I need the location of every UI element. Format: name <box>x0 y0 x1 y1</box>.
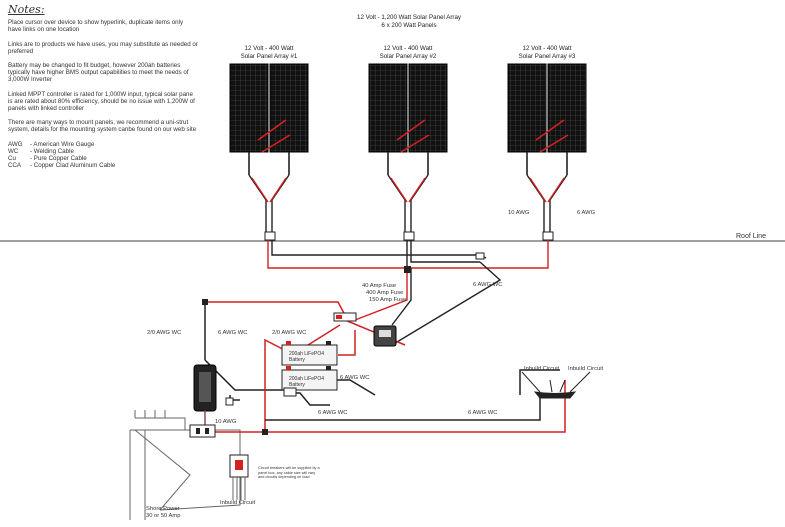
label-fuse-150: 150 Amp Fuse <box>369 297 407 303</box>
notes-panel: Notes: Place cursor over device to show … <box>8 3 198 170</box>
shunt[interactable] <box>283 387 297 397</box>
battery-1[interactable] <box>281 341 338 366</box>
solar-panel-array-3[interactable] <box>507 63 587 153</box>
label-fuse-40: 40 Amp Fuse <box>362 283 397 289</box>
note-4: Linked MPPT controller is rated for 1,00… <box>8 90 195 113</box>
note-1: Place cursor over device to show hyperli… <box>8 19 184 34</box>
panel-interconnects <box>248 119 569 175</box>
solar-panel-array-2[interactable] <box>368 63 448 153</box>
battery-2[interactable] <box>281 366 338 391</box>
disconnect[interactable] <box>475 252 485 260</box>
combiner-node <box>404 266 411 273</box>
battery-2-label: 200ah LiFePO4 Battery <box>289 376 325 388</box>
label-6awg-wc-batt: 6 AWG WC <box>340 375 370 381</box>
label-circuit-right: Inbuild Circuit <box>568 366 604 372</box>
breaker-panel[interactable] <box>229 454 249 500</box>
notes-title: Notes: <box>8 3 45 16</box>
note-5: There are many ways to mount panels, we … <box>8 119 197 134</box>
junction-box-2[interactable] <box>403 231 415 241</box>
junction-box-1[interactable] <box>264 231 276 241</box>
legend-row: WC- Welding Cable <box>8 147 74 155</box>
label-circuit-left: Inbuild Circuit <box>524 366 560 372</box>
roof-line-label: Roof Line <box>736 233 766 240</box>
breaker-note: Circuit breakers will be supplied by a p… <box>258 466 320 480</box>
label-6awg: 6 AWG <box>577 210 596 216</box>
label-6awg-wc-low: 6 AWG WC <box>468 410 498 416</box>
solar-panel-array-1[interactable] <box>229 63 309 153</box>
label-fuse-400: 400 Amp Fuse <box>366 290 404 296</box>
label-2-0-awg-wc-left: 2/0 AWG WC <box>147 330 182 336</box>
label-6awg-wc-mid: 6 AWG WC <box>218 330 248 336</box>
mppt-controller[interactable] <box>373 325 397 347</box>
legend-row: CCA- Copper Clad Aluminum Cable <box>8 162 116 170</box>
label-6awg-wc-bottom: 6 AWG WC <box>318 410 348 416</box>
label-10awg: 10 AWG <box>508 210 530 216</box>
legend: AWG- American Wire Gauge WC- Welding Cab… <box>8 141 198 170</box>
inverter[interactable] <box>193 364 234 412</box>
note-2: Links are to products we have uses, you … <box>8 40 198 55</box>
label-inbuild-circuit-bottom: Inbuild Circuit <box>220 500 256 506</box>
circuit-load[interactable] <box>521 371 591 399</box>
label-2-0-awg-wc-mid: 2/0 AWG WC <box>272 330 307 336</box>
junction-box-3[interactable] <box>542 231 554 241</box>
transfer-switch[interactable] <box>189 424 216 438</box>
label-shore-power: Shore Power 30 or 50 Amp <box>146 506 181 519</box>
legend-row: AWG- American Wire Gauge <box>8 140 95 148</box>
battery-1-label: 200ah LiFePO4 Battery <box>289 351 325 363</box>
label-10awg-bottom: 10 AWG <box>215 419 237 425</box>
legend-row: Cu- Pure Copper Cable <box>8 155 87 163</box>
fuse-block[interactable] <box>333 312 357 322</box>
label-6awg-wc-right: 6 AWG WC <box>473 282 503 288</box>
array-title: 12 Volt - 1,200 Watt Solar Panel Array 6… <box>357 14 461 29</box>
note-3: Battery may be changed to fit budget, ho… <box>8 62 189 84</box>
